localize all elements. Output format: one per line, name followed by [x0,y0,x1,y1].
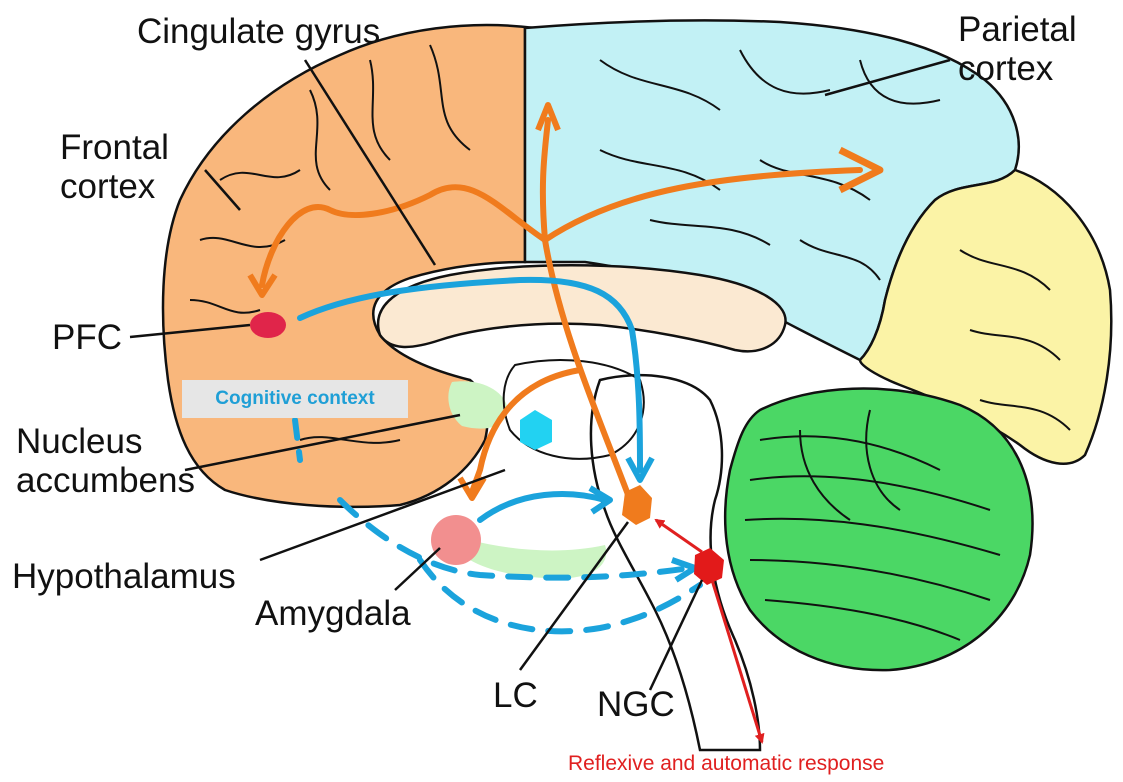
parietal-line1: Parietal [958,10,1077,49]
amygdala-label: Amygdala [255,594,411,633]
cerebellum [725,389,1032,671]
frontal-line1: Frontal [60,128,169,167]
nucleus-line2: accumbens [16,461,195,500]
nucleus-accumbens-label: Nucleus accumbens [16,422,195,500]
amygdala-node [431,515,481,565]
parietal-cortex-label: Parietal cortex [958,10,1077,88]
nucleus-line1: Nucleus [16,422,142,461]
pfc-node [250,312,286,338]
frontal-line2: cortex [60,167,155,206]
reflexive-response-label: Reflexive and automatic response [568,752,884,776]
lc-label: LC [493,676,538,715]
frontal-lobe [163,25,535,507]
limbic-lower-area [470,540,606,578]
pfc-label: PFC [52,318,122,357]
parietal-line2: cortex [958,49,1053,88]
frontal-cortex-label: Frontal cortex [60,128,169,206]
cingulate-gyrus-label: Cingulate gyrus [137,12,380,51]
hypothalamus-node [520,410,552,450]
cognitive-context-label: Cognitive context [182,380,408,418]
hypothalamus-label: Hypothalamus [12,557,236,596]
ngc-label: NGC [597,685,675,724]
